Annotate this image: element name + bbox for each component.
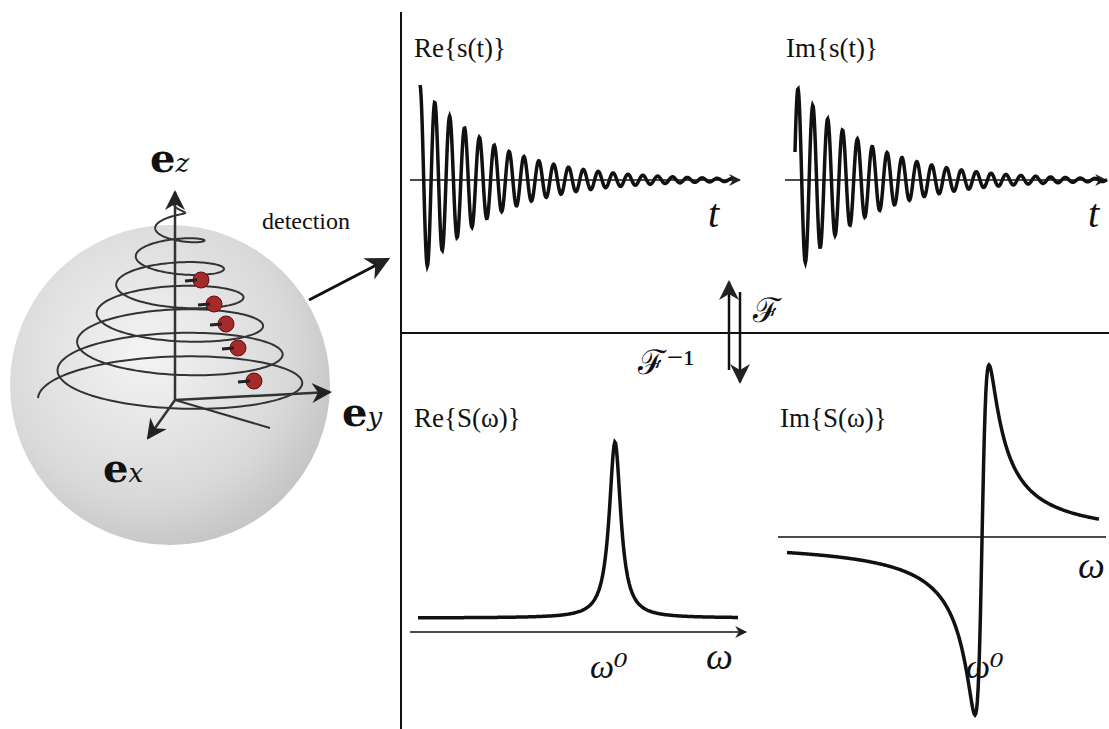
detection-arrow	[309, 259, 388, 300]
axis-label: t	[1088, 192, 1099, 236]
axis-label: ez	[150, 136, 189, 180]
transform-label: ℱ	[753, 292, 781, 329]
divider	[401, 332, 1109, 334]
fourier-arrow	[728, 282, 731, 370]
signal-curve	[795, 89, 1107, 263]
spin-vector	[238, 381, 250, 382]
spin-vector	[185, 280, 197, 281]
signal-curve	[418, 442, 738, 618]
plot-title: Re{S(ω)}	[414, 404, 521, 434]
spin-vector	[222, 348, 234, 349]
spin-markers	[185, 272, 262, 389]
axis-label: ω	[706, 636, 733, 678]
x-axis	[148, 400, 175, 438]
frequency-axis	[410, 631, 746, 633]
axis-label: t	[708, 192, 719, 236]
z-axis	[174, 192, 177, 400]
divider	[400, 12, 402, 729]
plot-title: Im{s(t)}	[786, 34, 878, 64]
signal-curve	[420, 85, 732, 266]
inverse-fourier-arrow	[739, 292, 742, 382]
frequency-axis	[778, 536, 1106, 538]
plot-title: Re{s(t)}	[414, 34, 506, 64]
axis-label: ey	[342, 390, 382, 434]
axis-label: ω⁰	[966, 648, 1004, 685]
spin-vector	[210, 324, 222, 325]
axis-label: ω⁰	[590, 648, 628, 685]
transform-label: ℱ⁻¹	[638, 344, 694, 381]
axis-label: ω	[1078, 545, 1105, 587]
signal-curves	[418, 85, 1107, 715]
axis-label: ex	[103, 446, 143, 490]
detection-label: detection	[262, 208, 350, 234]
y-axis	[175, 392, 330, 400]
radius-line	[175, 400, 270, 428]
plot-title: Im{S(ω)}	[780, 404, 887, 434]
spin-vector	[198, 304, 210, 305]
